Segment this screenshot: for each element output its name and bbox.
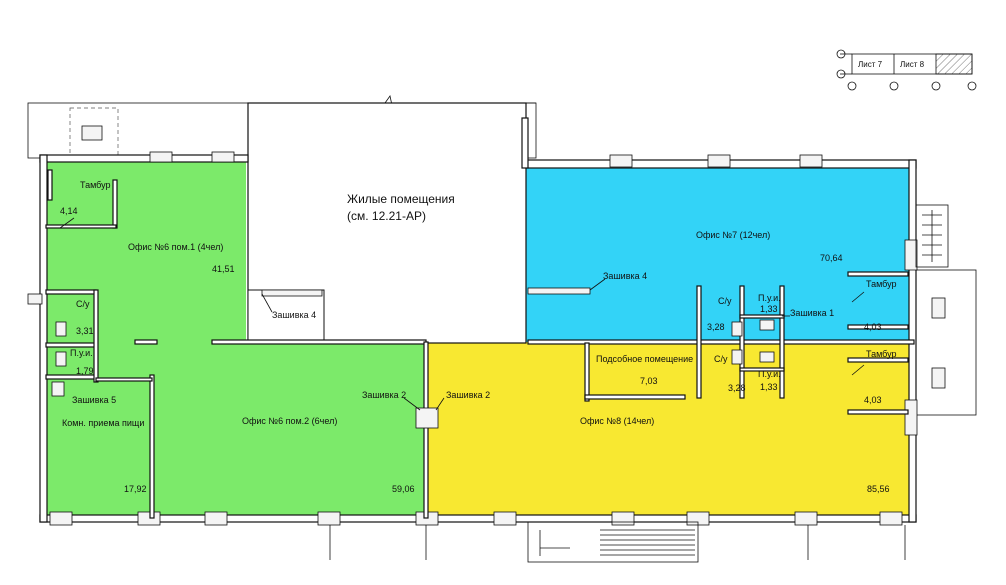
residential-ref: (см. 12.21-АР) — [347, 209, 426, 223]
area-office8: 85,56 — [867, 484, 890, 494]
label-zashivka5: Зашивка 5 — [72, 395, 116, 405]
label-pui-bot: П.у.и. — [758, 369, 781, 379]
area-pui-top: 1,33 — [760, 304, 778, 314]
area-wc-bot: 3,28 — [728, 383, 746, 393]
wall-west — [39, 154, 48, 523]
label-office6-2: Офис №6 пом.2 (6чел) — [242, 416, 337, 426]
label-tambur-e1: Тамбур — [866, 279, 897, 289]
residential-notch — [247, 289, 325, 341]
room-fill-office6-1 — [46, 160, 246, 340]
area-office7: 70,64 — [820, 253, 843, 263]
partitions — [45, 169, 915, 519]
sheet-key-hatch — [935, 53, 973, 75]
area-office6-2: 59,06 — [392, 484, 415, 494]
label-wc-top: С/у — [718, 296, 732, 306]
area-utility: 7,03 — [640, 376, 658, 386]
label-tambur-w: Тамбур — [80, 180, 111, 190]
zone-green — [46, 160, 426, 518]
label-office7: Офис №7 (12чел) — [696, 230, 770, 240]
plumbing-fixtures — [27, 125, 775, 397]
area-wc-top: 3,28 — [707, 322, 725, 332]
label-zashivka2-a: Зашивка 2 — [362, 390, 406, 400]
label-tambur-e2: Тамбур — [866, 349, 897, 359]
sheet-key[interactable]: Лист 7 Лист 8 — [836, 49, 977, 91]
wall-residential-east — [521, 117, 529, 169]
label-office8: Офис №8 (14чел) — [580, 416, 654, 426]
zone-yellow[interactable] — [426, 342, 914, 518]
label-zashivka1: Зашивка 1 — [790, 308, 834, 318]
sheet-7-label[interactable]: Лист 7 — [858, 60, 883, 69]
wall-south — [39, 514, 917, 523]
south-stair — [527, 521, 699, 563]
zone-blue[interactable] — [526, 168, 914, 342]
area-meal: 17,92 — [124, 484, 147, 494]
area-tambur-e2: 4,03 — [864, 395, 882, 405]
label-wc-w: С/у — [76, 299, 90, 309]
label-pui-top: П.у.и. — [758, 293, 781, 303]
east-stair — [915, 204, 949, 389]
area-pui-w: 1,79 — [76, 366, 94, 376]
area-tambur-w: 4,14 — [60, 206, 78, 216]
posts — [329, 525, 906, 560]
label-pui-w: П.у.и. — [70, 348, 93, 358]
label-meal: Комн. приема пищи — [62, 418, 144, 428]
east-porch — [915, 269, 977, 416]
label-zashivka2-b: Зашивка 2 — [446, 390, 490, 400]
area-office6-1: 41,51 — [212, 264, 235, 274]
sheet-8-label[interactable]: Лист 8 — [900, 60, 925, 69]
label-office6-1: Офис №6 пом.1 (4чел) — [128, 242, 223, 252]
label-wc-bot: С/у — [714, 354, 728, 364]
area-pui-bot: 1,33 — [760, 382, 778, 392]
room-fill-office6-2 — [46, 340, 426, 518]
label-zashivka4-b: Зашивка 4 — [603, 271, 647, 281]
label-zashivka4-g: Зашивка 4 — [272, 310, 316, 320]
residential-title: Жилые помещения — [347, 192, 455, 206]
area-wc-w: 3,31 — [76, 326, 94, 336]
label-utility: Подсобное помещение — [596, 354, 693, 364]
leader-lines — [59, 217, 865, 411]
area-tambur-e1: 4,03 — [864, 322, 882, 332]
